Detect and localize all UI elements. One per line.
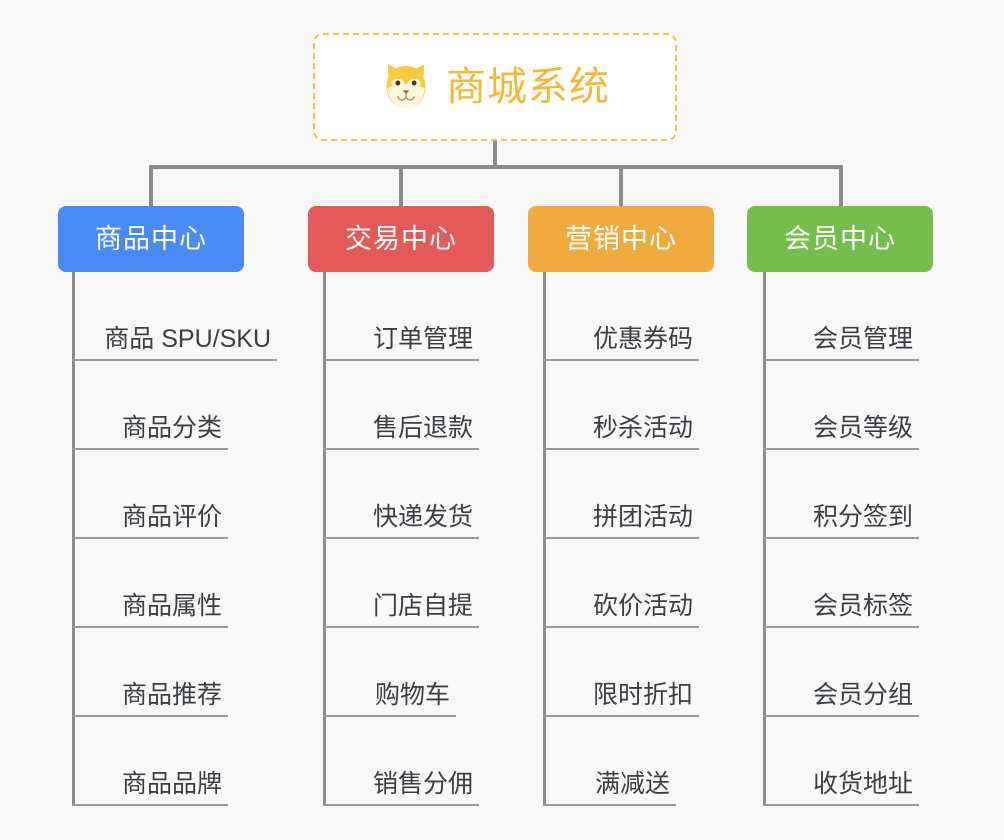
leaf-label: 拼团活动 bbox=[592, 502, 693, 531]
leaf-item[interactable]: 积分签到 bbox=[763, 450, 919, 539]
root-title: 商城系统 bbox=[446, 65, 610, 109]
leaf-item[interactable]: 秒杀活动 bbox=[543, 361, 699, 450]
leaf-label: 售后退款 bbox=[372, 413, 473, 442]
leaf-label: 会员分组 bbox=[812, 680, 913, 709]
leaf-item[interactable]: 售后退款 bbox=[323, 361, 479, 450]
category-label-4: 会员中心 bbox=[784, 223, 896, 254]
leaf-label: 砍价活动 bbox=[592, 591, 693, 620]
leaf-item[interactable]: 商品评价 bbox=[72, 450, 228, 539]
leaf-label: 销售分佣 bbox=[372, 769, 473, 798]
category-label-1: 商品中心 bbox=[95, 223, 207, 254]
leaf-label: 收货地址 bbox=[812, 769, 913, 798]
leaf-item[interactable]: 砍价活动 bbox=[543, 539, 699, 628]
leaf-label: 会员管理 bbox=[812, 324, 913, 353]
leaf-label: 满减送 bbox=[594, 769, 670, 798]
leaf-item[interactable]: 商品推荐 bbox=[72, 628, 228, 717]
leaf-item[interactable]: 会员标签 bbox=[763, 539, 919, 628]
leaf-label: 秒杀活动 bbox=[592, 413, 693, 442]
leaf-item[interactable]: 商品属性 bbox=[72, 539, 228, 628]
leaf-item[interactable]: 会员等级 bbox=[763, 361, 919, 450]
root-node[interactable]: 商城系统 bbox=[313, 33, 677, 141]
leaf-label: 快递发货 bbox=[372, 502, 473, 531]
leaf-spine-2 bbox=[323, 272, 326, 806]
connector-horizontal-bus bbox=[149, 165, 843, 169]
leaf-item[interactable]: 商品 SPU/SKU bbox=[72, 272, 277, 361]
leaf-spine-4 bbox=[763, 272, 766, 806]
leaf-item[interactable]: 限时折扣 bbox=[543, 628, 699, 717]
connector-root-stem bbox=[493, 141, 497, 167]
leaf-item[interactable]: 商品分类 bbox=[72, 361, 228, 450]
leaf-item[interactable]: 会员分组 bbox=[763, 628, 919, 717]
leaf-label: 订单管理 bbox=[372, 324, 473, 353]
leaf-label: 商品推荐 bbox=[121, 680, 222, 709]
connector-drop-2 bbox=[399, 165, 403, 206]
leaf-label: 限时折扣 bbox=[592, 680, 693, 709]
leaf-item[interactable]: 满减送 bbox=[543, 717, 676, 806]
leaf-spine-1 bbox=[72, 272, 75, 806]
leaf-label: 门店自提 bbox=[372, 591, 473, 620]
leaf-spine-3 bbox=[543, 272, 546, 806]
leaf-label: 商品评价 bbox=[121, 502, 222, 531]
category-box-3[interactable]: 营销中心 bbox=[528, 206, 714, 272]
category-box-2[interactable]: 交易中心 bbox=[308, 206, 494, 272]
leaf-label: 商品分类 bbox=[121, 413, 222, 442]
leaf-item[interactable]: 会员管理 bbox=[763, 272, 919, 361]
leaf-label: 优惠券码 bbox=[592, 324, 693, 353]
leaf-item[interactable]: 销售分佣 bbox=[323, 717, 479, 806]
leaf-item[interactable]: 订单管理 bbox=[323, 272, 479, 361]
category-label-3: 营销中心 bbox=[565, 223, 677, 254]
leaf-label: 商品品牌 bbox=[121, 769, 222, 798]
leaf-label: 商品 SPU/SKU bbox=[104, 324, 271, 353]
leaf-label: 会员等级 bbox=[812, 413, 913, 442]
leaf-label: 积分签到 bbox=[812, 502, 913, 531]
leaf-item[interactable]: 快递发货 bbox=[323, 450, 479, 539]
category-box-4[interactable]: 会员中心 bbox=[747, 206, 933, 272]
leaf-item[interactable]: 拼团活动 bbox=[543, 450, 699, 539]
connector-drop-1 bbox=[149, 165, 153, 206]
connector-drop-4 bbox=[839, 165, 843, 206]
dog-face-icon bbox=[380, 61, 432, 113]
category-label-2: 交易中心 bbox=[345, 223, 457, 254]
connector-drop-3 bbox=[619, 165, 623, 206]
leaf-item[interactable]: 优惠券码 bbox=[543, 272, 699, 361]
leaf-label: 购物车 bbox=[374, 680, 450, 709]
leaf-label: 商品属性 bbox=[121, 591, 222, 620]
category-box-1[interactable]: 商品中心 bbox=[58, 206, 244, 272]
leaf-item[interactable]: 门店自提 bbox=[323, 539, 479, 628]
leaf-item[interactable]: 购物车 bbox=[323, 628, 456, 717]
leaf-label: 会员标签 bbox=[812, 591, 913, 620]
leaf-item[interactable]: 商品品牌 bbox=[72, 717, 228, 806]
leaf-item[interactable]: 收货地址 bbox=[763, 717, 919, 806]
